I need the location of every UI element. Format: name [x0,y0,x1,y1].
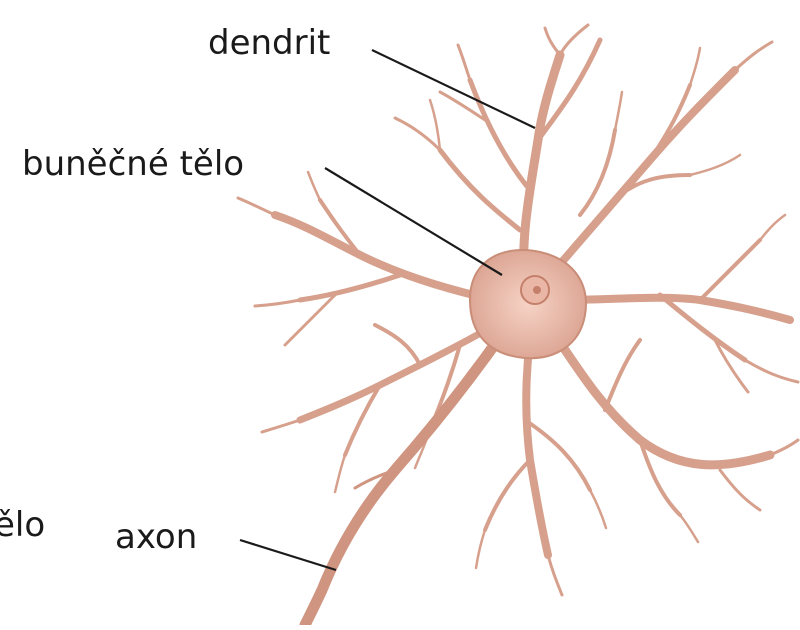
dendrite-label: dendrit [208,26,330,60]
nucleolus [533,286,541,294]
cell-body-leader-line [325,168,502,275]
cell-body-label: buněčné tělo [22,147,244,181]
axon-label: axon [115,520,197,554]
axon-leader-line [240,540,336,570]
cut-off-label: ělo [0,508,45,542]
dendrite-leader-line [372,50,535,128]
